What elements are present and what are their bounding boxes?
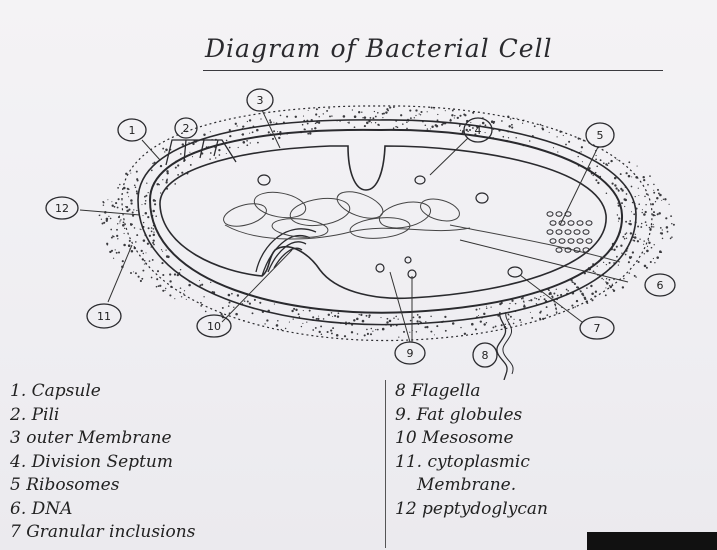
ribosome	[565, 248, 571, 253]
callout-11-label: 11	[97, 310, 111, 323]
callout-8-label: 8	[482, 349, 489, 362]
callout-7: 7	[580, 317, 614, 339]
ribosome	[574, 248, 580, 253]
callout-6: 6	[645, 274, 675, 296]
callout-5-label: 5	[597, 129, 604, 142]
callout-11: 11	[87, 304, 121, 328]
callout-4-label: 4	[475, 124, 482, 137]
callout-1-label: 1	[129, 124, 136, 137]
legend-item-granular-inclusions: 7 Granular inclusions	[10, 521, 195, 545]
legend-item-peptidoglycan: 12 peptydoglycan	[395, 498, 548, 522]
ribosome	[586, 221, 592, 226]
legend-item-ribosomes: 5 Ribosomes	[10, 474, 195, 498]
callout-9-label: 9	[407, 347, 414, 360]
photo-edge	[587, 532, 717, 550]
callout-9: 9	[395, 342, 425, 364]
callout-3: 3	[247, 89, 273, 111]
legend-item-cytoplasmic: 11. cytoplasmic	[395, 451, 548, 475]
ribosome	[565, 230, 571, 235]
cytoplasmic-membrane	[160, 146, 606, 298]
callout-12-label: 12	[55, 202, 69, 215]
callout-6-label: 6	[657, 279, 664, 292]
ribosome	[550, 221, 556, 226]
legend-item-capsule: 1. Capsule	[10, 380, 195, 404]
callout-8: 8	[473, 343, 497, 367]
callout-1: 1	[118, 119, 146, 141]
ribosome	[547, 212, 553, 217]
legend-item-flagella: 8 Flagella	[395, 380, 548, 404]
ribosome	[556, 212, 562, 217]
mesosome	[256, 229, 316, 276]
bacterial-cell-diagram: 1 2 3 4 5 6 7 8	[0, 0, 717, 380]
legend-item-pili: 2. Pili	[10, 404, 195, 428]
callout-7-label: 7	[594, 322, 601, 335]
legend-item-dna: 6. DNA	[10, 498, 195, 522]
callout-10: 10	[197, 315, 231, 337]
legend-item-mesosome: 10 Mesosome	[395, 427, 548, 451]
legend-right: 8 Flagella 9. Fat globules 10 Mesosome 1…	[395, 380, 548, 521]
ribosome	[568, 221, 574, 226]
ribosome	[574, 230, 580, 235]
ribosome	[583, 230, 589, 235]
ribosome	[550, 239, 556, 244]
ribosome	[586, 239, 592, 244]
callout-3-label: 3	[257, 94, 264, 107]
callout-2-label: 2	[183, 122, 190, 135]
callout-4: 4	[464, 118, 492, 142]
legend-item-membrane: Membrane.	[395, 474, 548, 498]
ribosome	[556, 230, 562, 235]
ribosome	[583, 248, 589, 253]
flagellum	[497, 312, 507, 380]
ribosome	[577, 221, 583, 226]
legend-item-division-septum: 4. Division Septum	[10, 451, 195, 475]
ribosome	[547, 230, 553, 235]
legend-item-fat-globules: 9. Fat globules	[395, 404, 548, 428]
legend-divider	[385, 380, 386, 548]
callout-5: 5	[586, 123, 614, 147]
callout-2: 2	[175, 118, 197, 138]
granules	[258, 175, 522, 278]
legend-item-outer-membrane: 3 outer Membrane	[10, 427, 195, 451]
ribosome	[568, 239, 574, 244]
ribosome	[577, 239, 583, 244]
callout-10-label: 10	[207, 320, 221, 333]
legend-left: 1. Capsule 2. Pili 3 outer Membrane 4. D…	[10, 380, 195, 545]
ribosome	[559, 239, 565, 244]
flagellum-inner	[503, 312, 513, 374]
ribosome	[556, 248, 562, 253]
callout-12: 12	[46, 197, 78, 219]
